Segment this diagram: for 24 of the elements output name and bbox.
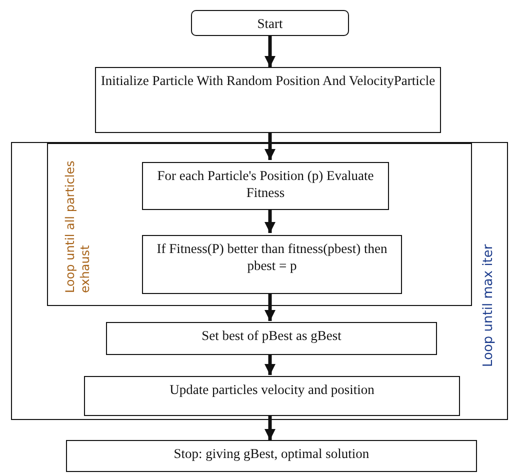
step-text: If Fitness(P) better than fitness(pbest) then pbest = p [156, 240, 388, 274]
process-box [95, 67, 441, 133]
loop-label: Loop until all particles exhaust [63, 160, 93, 293]
process-box [142, 162, 389, 210]
step-text: Set best of pBest as gBest [200, 327, 342, 344]
step-text: Start [256, 15, 284, 32]
arrow [264, 208, 276, 233]
process-box [106, 322, 437, 355]
process-box [66, 440, 477, 472]
process-box [142, 235, 402, 294]
loop-frame [47, 143, 472, 306]
step-text: Update particles velocity and position [168, 381, 376, 398]
arrow [264, 133, 276, 160]
arrow [264, 354, 276, 375]
arrow [264, 36, 276, 67]
step-text: For each Particle's Position (p) Evaluate Fitness [156, 167, 375, 201]
step-text: Stop: giving gBest, optimal solution [172, 445, 370, 462]
start-terminal [191, 10, 349, 36]
step-text: Initialize Particle With Random Position And VelocityParticle [100, 72, 436, 89]
arrow [264, 415, 276, 440]
loop-frame [11, 142, 508, 420]
arrow [264, 292, 276, 321]
loop-label: Loop until max iter [481, 243, 496, 367]
process-box [84, 376, 460, 416]
